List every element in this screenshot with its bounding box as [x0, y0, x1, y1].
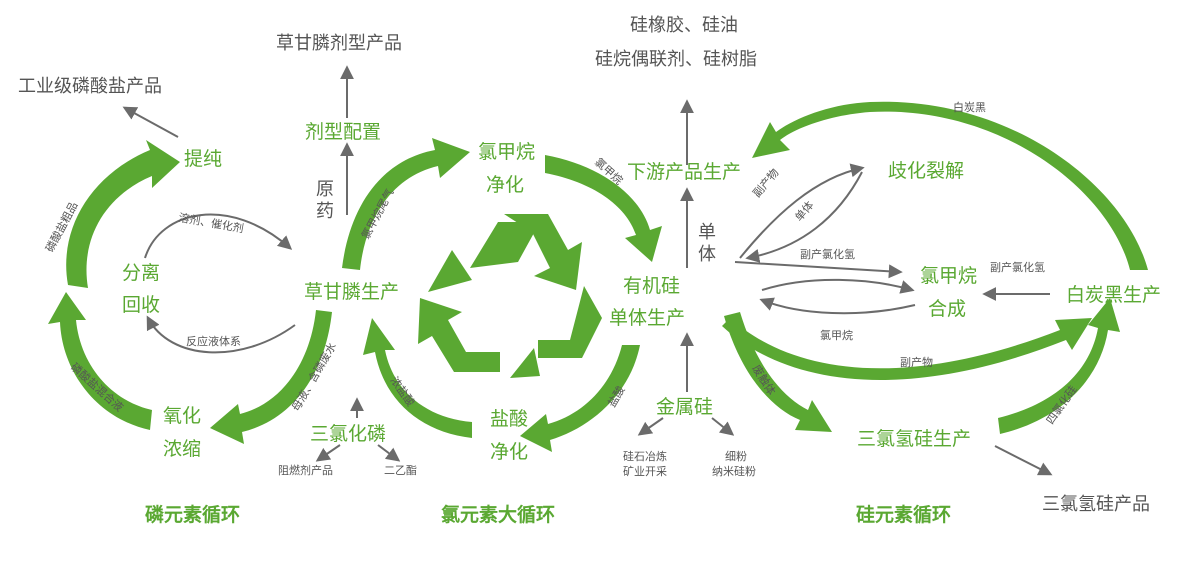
industrial-phosphate-label: 工业级磷酸盐产品: [18, 76, 162, 97]
arrow-mixed-phosphate: [48, 292, 152, 430]
smelting-2: 矿业开采: [623, 465, 667, 478]
byproduct-hcl-label-1: 副产氯化氢: [800, 247, 855, 261]
silicon-cycle-title: 硅元素循环: [856, 503, 951, 526]
arrow-conc-hcl: [363, 318, 472, 438]
organosilicon-node-2: 单体生产: [609, 307, 685, 329]
chloromethane-synth-1: 氯甲烷: [920, 265, 977, 287]
arrow-byproduct-to-white: [722, 318, 1092, 380]
raw-drug-1: 原: [316, 179, 334, 200]
chloromethane-purify-2: 净化: [486, 174, 524, 196]
mixed-phosphate-label: 磷酸盐混合液: [68, 360, 126, 415]
monomer-1: 单: [698, 222, 716, 243]
silicone-line1: 硅橡胶、硅油: [630, 15, 738, 36]
byproduct-hcl-label-2: 副产氯化氢: [990, 260, 1045, 274]
silicone-line2: 硅烷偶联剂、硅树脂: [595, 49, 757, 70]
pcl3-node: 三氯化磷: [310, 423, 386, 445]
formulation-node: 剂型配置: [305, 121, 381, 143]
chloromethane-synth-2: 合成: [928, 298, 966, 320]
oxidation-node-1: 氧化: [163, 405, 201, 427]
downstream-node: 下游产品生产: [627, 161, 741, 183]
phosphorus-cycle-title: 磷元素循环: [145, 503, 240, 526]
cracking-node: 歧化裂解: [888, 160, 964, 182]
byproduct-label-2: 副产物: [900, 355, 933, 369]
chlorine-cycle-title: 氯元素大循环: [441, 503, 555, 526]
arrow-chloromethane: [545, 155, 662, 262]
silicon-green-arrows: [722, 101, 1148, 434]
chloromethane-edge-label: 氯甲烷: [820, 328, 853, 342]
arrow-white-carbon-black: [752, 101, 1148, 271]
trichlorosilane-node: 三氯氢硅生产: [857, 428, 971, 450]
diethyl-ester-label: 二乙酯: [384, 464, 417, 477]
hcl-purify-2: 净化: [490, 441, 528, 463]
gray-arrows: [122, 65, 1053, 476]
byproduct-label-1: 副产物: [750, 166, 782, 200]
arrow-waste-liquid: [724, 312, 832, 432]
arrow-mother-liquor: [210, 310, 332, 444]
phosphorus-green-arrows: [48, 138, 472, 444]
fine-powder-2: 纳米硅粉: [712, 465, 756, 478]
arrow-crude-phosphate: [66, 140, 180, 288]
trichlorosilane-product-label: 三氯氢硅产品: [1042, 494, 1150, 515]
arrow-chloromethane-tail: [342, 138, 470, 270]
metal-si-node: 金属硅: [656, 396, 713, 418]
flame-retardant-label: 阻燃剂产品: [278, 463, 333, 477]
arrow-hcl: [520, 345, 640, 452]
separation-node-2: 回收: [122, 294, 160, 316]
organosilicon-node-1: 有机硅: [623, 275, 680, 297]
smelting-1: 硅石冶炼: [623, 449, 667, 463]
monomer-2: 体: [698, 244, 716, 265]
reaction-system-label: 反应液体系: [186, 334, 241, 348]
recycle-symbol: [418, 214, 602, 378]
fine-powder-1: 细粉: [725, 450, 747, 463]
oxidation-node-2: 浓缩: [163, 438, 201, 460]
glyphosate-formulation-label: 草甘膦剂型产品: [276, 33, 402, 54]
purify-node: 提纯: [184, 148, 222, 170]
white-carbon-node: 白炭黑生产: [1066, 284, 1161, 306]
chloromethane-purify-1: 氯甲烷: [478, 141, 535, 163]
glyphosate-production-node: 草甘膦生产: [304, 281, 399, 303]
chlorine-green-arrows: [520, 155, 662, 452]
raw-drug-2: 药: [316, 201, 334, 222]
hcl-purify-1: 盐酸: [490, 408, 528, 430]
white-carbon-black-label: 白炭黑: [953, 100, 986, 114]
arrow-sicl4: [998, 298, 1120, 434]
separation-node-1: 分离: [122, 262, 160, 284]
